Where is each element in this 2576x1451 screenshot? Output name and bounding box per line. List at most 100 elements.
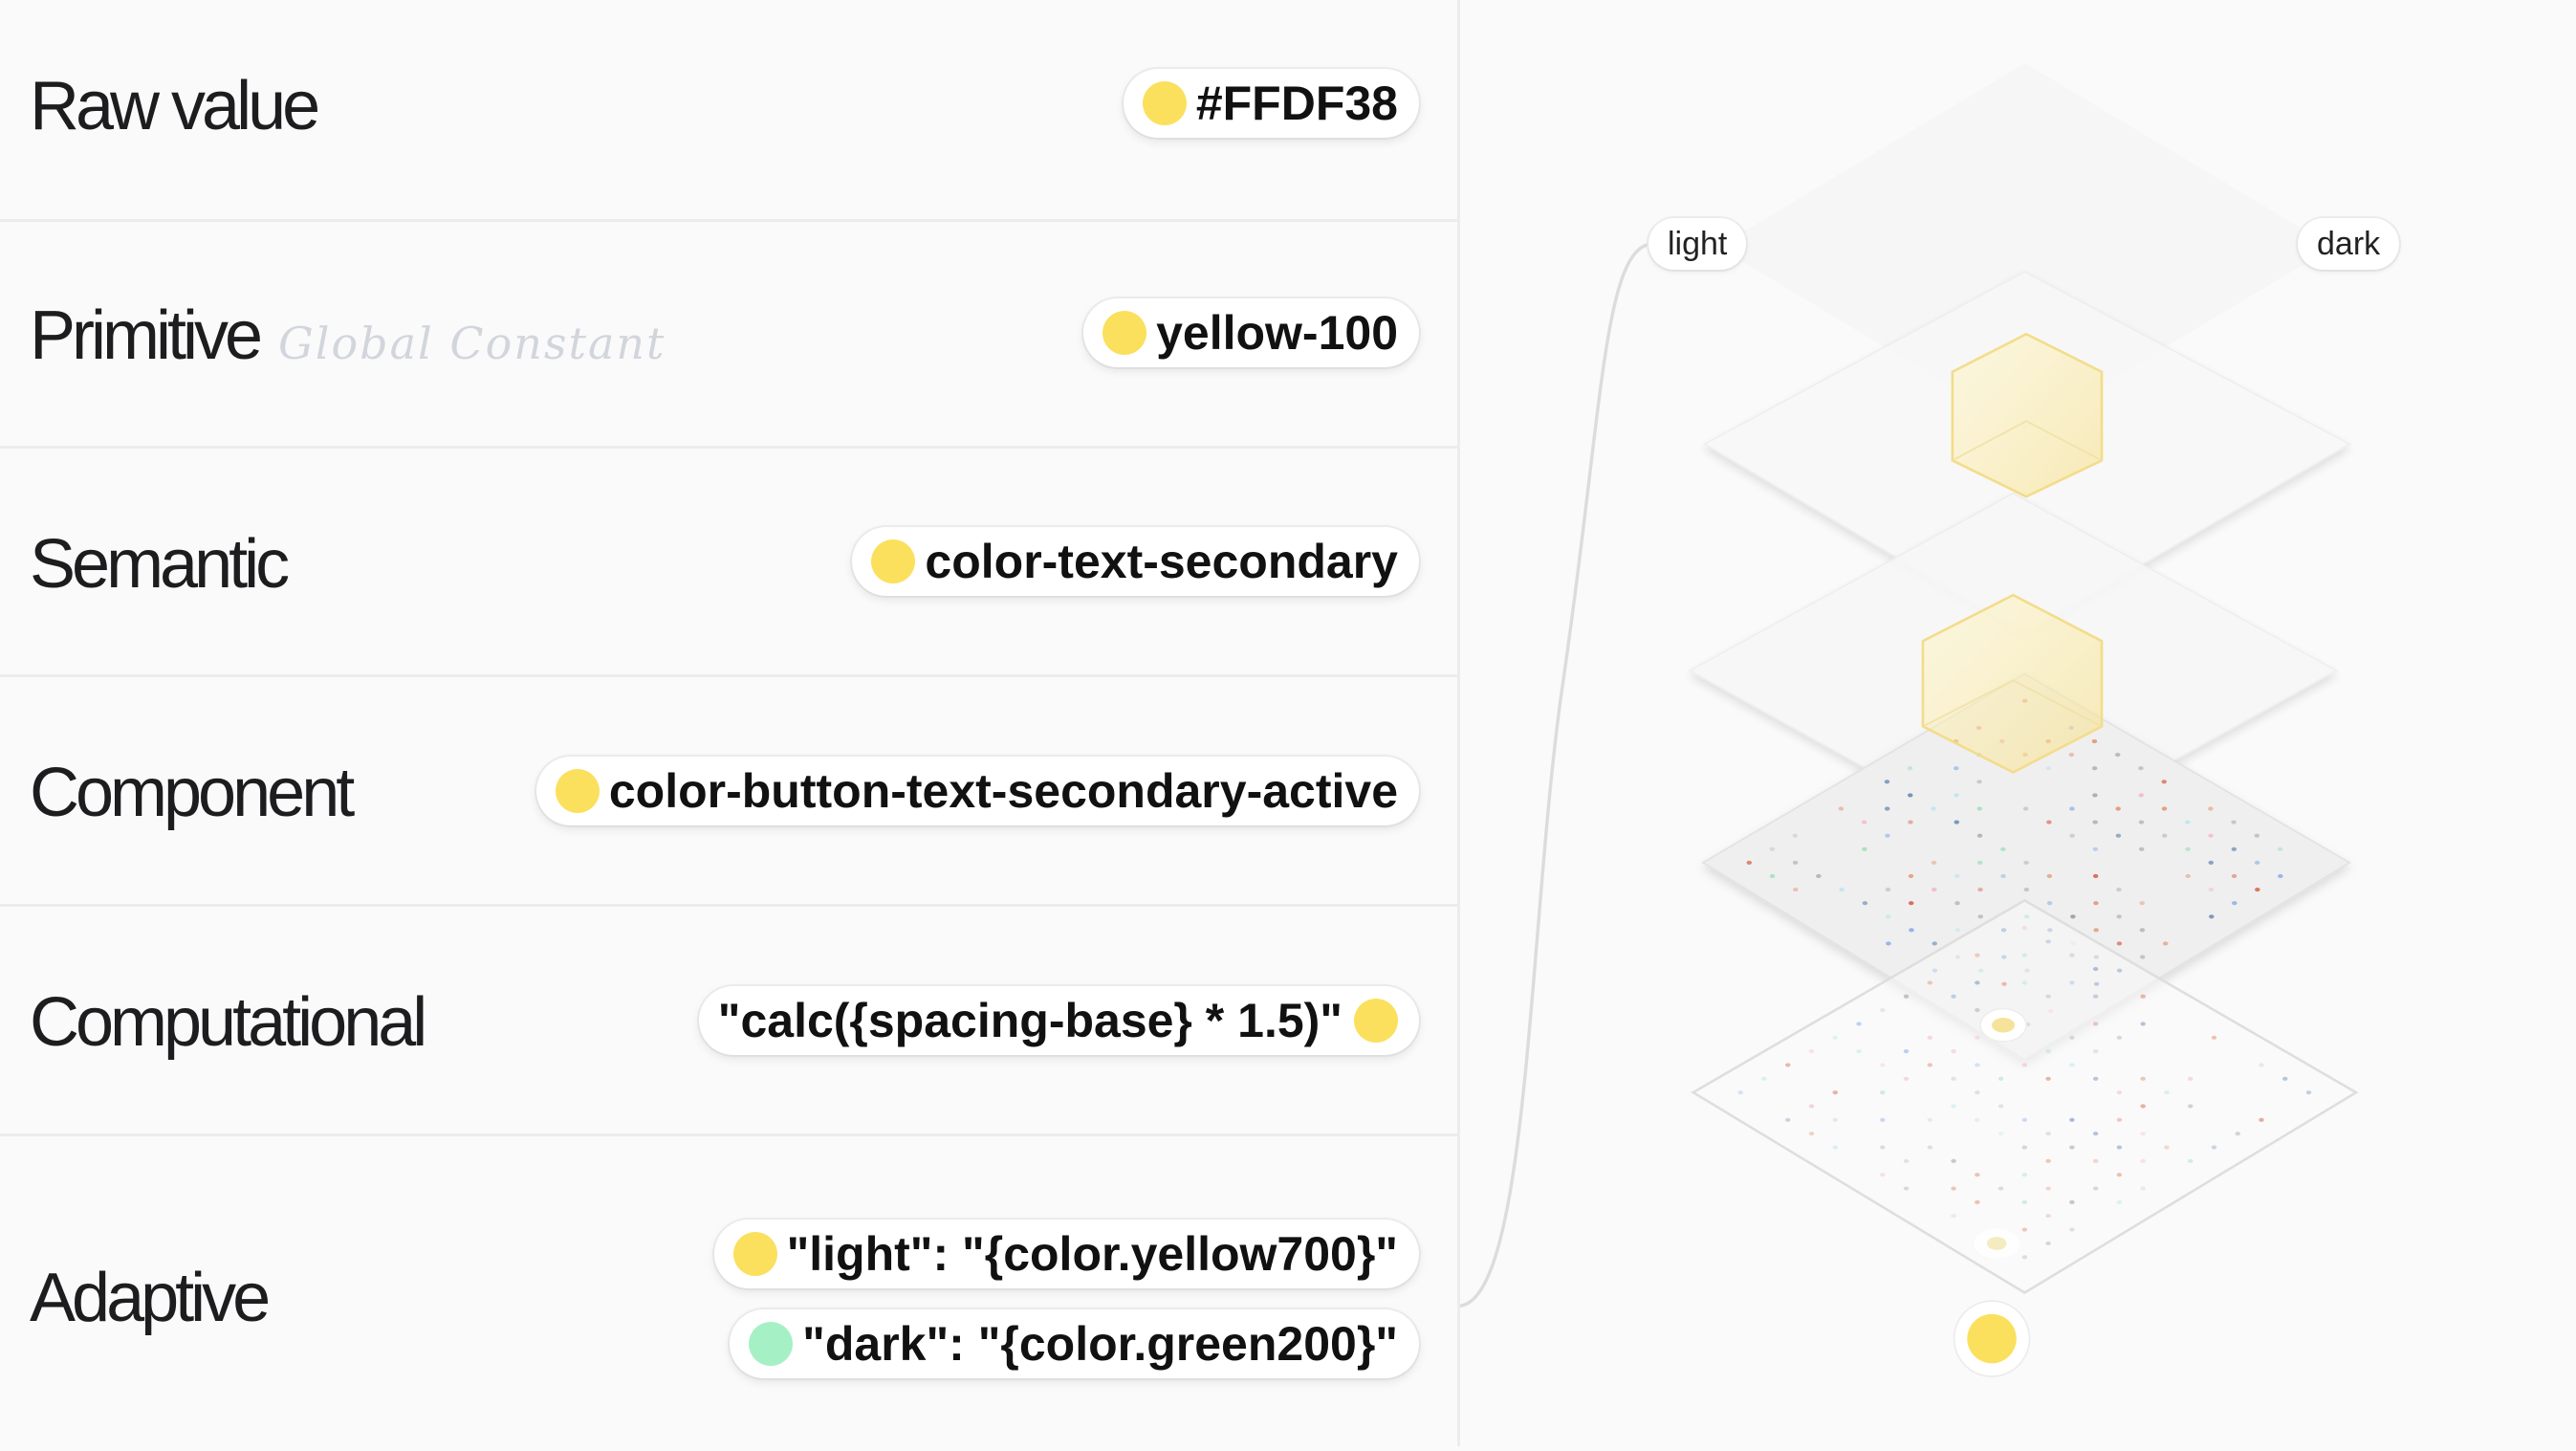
grid-dot xyxy=(2069,1199,2075,1204)
grid-dot xyxy=(2092,820,2098,824)
grid-dot xyxy=(1951,994,1956,999)
grid-dot xyxy=(2139,955,2146,959)
grid-dot xyxy=(2140,1076,2146,1081)
pill-text: "light": "{color.yellow700}" xyxy=(786,1227,1398,1281)
grid-dot xyxy=(1975,953,1980,957)
primitive-pill[interactable]: yellow-100 xyxy=(1083,298,1419,367)
grid-dot xyxy=(1976,780,1982,784)
grid-dot xyxy=(2231,873,2238,879)
grid-dot xyxy=(1808,1132,1815,1136)
grid-dot xyxy=(2187,1158,2194,1163)
grid-dot xyxy=(1903,1076,1910,1081)
grid-dot xyxy=(2116,1090,2123,1095)
grid-dot xyxy=(2045,1186,2051,1191)
row-computational: Computational "calc({spacing-base} * 1.5… xyxy=(0,907,1457,1136)
grid-dot xyxy=(1793,888,1799,892)
grid-dot xyxy=(2092,1076,2099,1081)
pill-text: "dark": "{color.green200}" xyxy=(802,1317,1398,1371)
color-swatch-icon xyxy=(555,769,600,813)
grid-dot xyxy=(1761,1076,1767,1081)
grid-dot xyxy=(2092,1186,2099,1191)
grid-dot xyxy=(1951,1049,1956,1054)
grid-dot xyxy=(1903,994,1910,999)
grid-dot xyxy=(2277,846,2283,851)
grid-dot xyxy=(1975,1063,1980,1067)
color-swatch-icon xyxy=(1102,311,1147,355)
color-swatch-icon xyxy=(1354,999,1398,1043)
grid-dot xyxy=(1975,1117,1980,1122)
raw-value-pill[interactable]: #FFDF38 xyxy=(1123,69,1419,138)
grid-dot xyxy=(1997,1132,2004,1136)
grid-dot xyxy=(2139,928,2146,933)
grid-dot xyxy=(1951,1158,1956,1163)
grid-dot xyxy=(1903,1049,1910,1054)
grid-dot xyxy=(1975,1008,1980,1013)
grid-dot xyxy=(1838,806,1845,811)
grid-dot xyxy=(1784,1063,1791,1067)
dark-mode-tag[interactable]: dark xyxy=(2298,218,2400,270)
row-raw-value: Raw value #FFDF38 xyxy=(0,0,1457,222)
grid-dot xyxy=(1975,1199,1980,1204)
layer-plane-primitive xyxy=(1691,898,2359,1295)
grid-dot xyxy=(1816,873,1822,879)
pill-text: #FFDF38 xyxy=(1195,77,1398,130)
grid-dot xyxy=(1885,888,1891,892)
grid-dot xyxy=(2231,820,2237,824)
grid-dot xyxy=(2069,953,2075,957)
grid-dot xyxy=(2000,846,2006,851)
grid-dot xyxy=(2138,846,2145,851)
grid-dot xyxy=(2140,1158,2146,1163)
grid-dot xyxy=(2187,1104,2194,1109)
grid-dot xyxy=(1954,766,1959,771)
grid-dot xyxy=(2208,860,2215,865)
grid-dot xyxy=(1832,1145,1839,1150)
layer-plane-adaptive xyxy=(1717,63,2334,431)
computational-pill[interactable]: "calc({spacing-base} * 1.5)" xyxy=(698,986,1419,1055)
grid-dot xyxy=(2045,1214,2051,1219)
grid-dot xyxy=(1931,860,1937,865)
grid-dot xyxy=(1977,888,1983,892)
grid-dot xyxy=(2187,1076,2194,1081)
row-label: Computational xyxy=(30,984,427,1061)
grid-dot xyxy=(2232,901,2238,906)
grid-dot xyxy=(1746,860,1753,865)
grid-dot xyxy=(1832,1090,1839,1095)
pill-text: yellow-100 xyxy=(1156,306,1398,360)
grid-dot xyxy=(2139,901,2145,906)
grid-dot xyxy=(2116,941,2123,946)
adaptive-connector-line xyxy=(1459,242,1653,1308)
grid-dot xyxy=(2282,1076,2288,1081)
light-mode-tag[interactable]: light xyxy=(1648,218,1747,270)
row-label: Component xyxy=(30,755,355,831)
grid-dot xyxy=(1907,766,1913,771)
grid-dot xyxy=(2164,1090,2170,1095)
grid-dot xyxy=(1932,941,1937,946)
semantic-pill[interactable]: color-text-secondary xyxy=(852,527,1419,596)
grid-dot xyxy=(1885,914,1891,919)
grid-dot xyxy=(1832,1035,1839,1040)
component-pill[interactable]: color-button-text-secondary-active xyxy=(535,757,1419,825)
grid-dot xyxy=(2254,833,2260,838)
grid-dot xyxy=(1880,1173,1886,1177)
grid-dot xyxy=(2092,1158,2099,1163)
grid-dot xyxy=(1954,820,1960,824)
grid-dot xyxy=(1976,833,1983,838)
adaptive-light-pill[interactable]: "light": "{color.yellow700}" xyxy=(713,1220,1419,1288)
grid-dot xyxy=(1927,1117,1933,1122)
grid-dot xyxy=(2278,873,2283,879)
grid-dot xyxy=(1975,980,1980,985)
grid-dot xyxy=(1880,1063,1886,1067)
grid-dot xyxy=(2185,846,2191,851)
grid-dot xyxy=(2305,1090,2312,1095)
row-label: Semantic xyxy=(30,526,290,603)
grid-dot xyxy=(1880,1117,1886,1122)
adaptive-dark-pill[interactable]: "dark": "{color.green200}" xyxy=(730,1309,1419,1378)
grid-dot xyxy=(1903,1158,1910,1163)
grid-dot xyxy=(1839,888,1845,892)
grid-dot xyxy=(2023,888,2030,892)
pill-text: color-text-secondary xyxy=(925,535,1398,588)
row-label: Adaptive xyxy=(30,1260,271,1336)
grid-dot xyxy=(2046,901,2053,906)
grid-dot xyxy=(2021,1255,2028,1260)
grid-dot xyxy=(1951,1076,1956,1081)
